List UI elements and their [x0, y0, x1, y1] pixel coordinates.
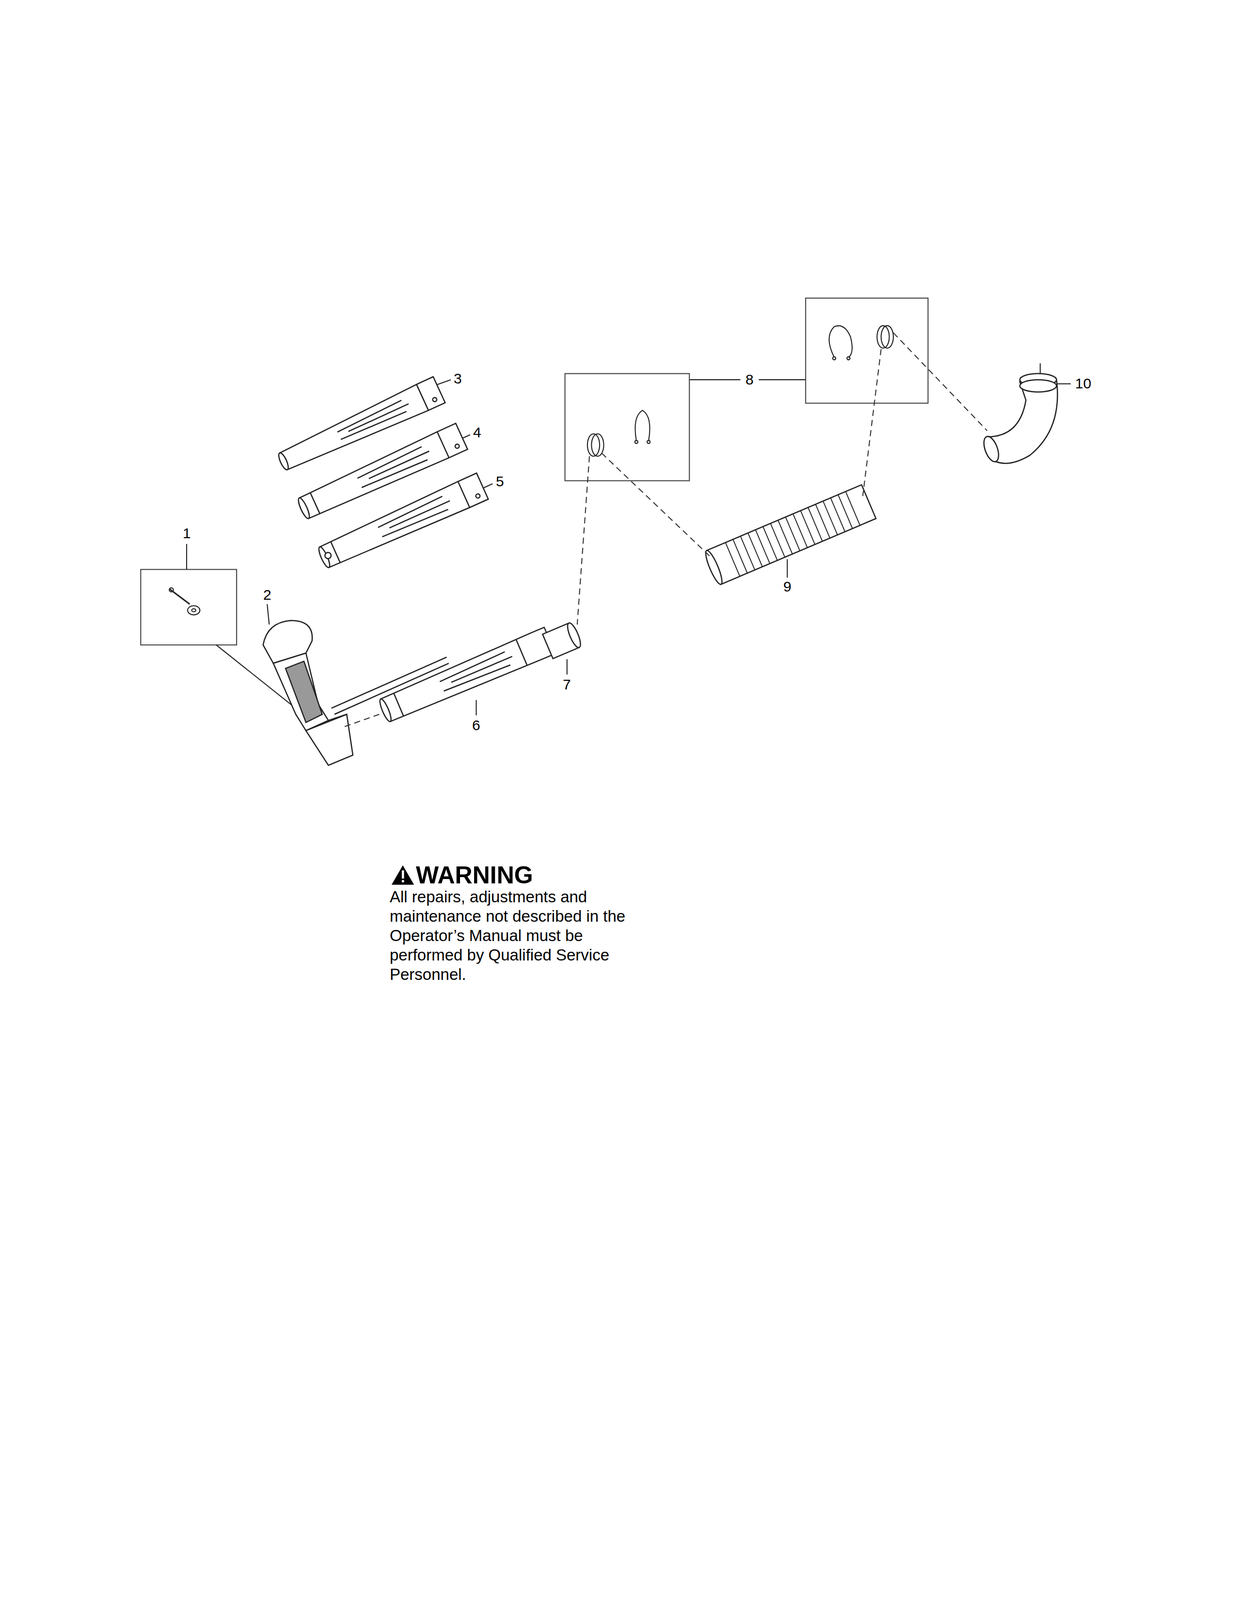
callout-number: 10: [1075, 376, 1092, 391]
callout-number: 3: [453, 371, 462, 386]
callout-number: 7: [562, 677, 571, 692]
callout-number: 1: [182, 525, 191, 541]
callout-number: 5: [495, 474, 505, 489]
callout-number: 9: [783, 579, 792, 594]
callout-number: 4: [473, 425, 482, 440]
callout-number: 8: [745, 372, 754, 387]
callout-number: 2: [263, 587, 272, 603]
callout-number: 6: [472, 717, 481, 733]
warning-title: WARNING: [415, 862, 534, 888]
warning-text: All repairs, adjustments and maintenance…: [389, 887, 647, 984]
